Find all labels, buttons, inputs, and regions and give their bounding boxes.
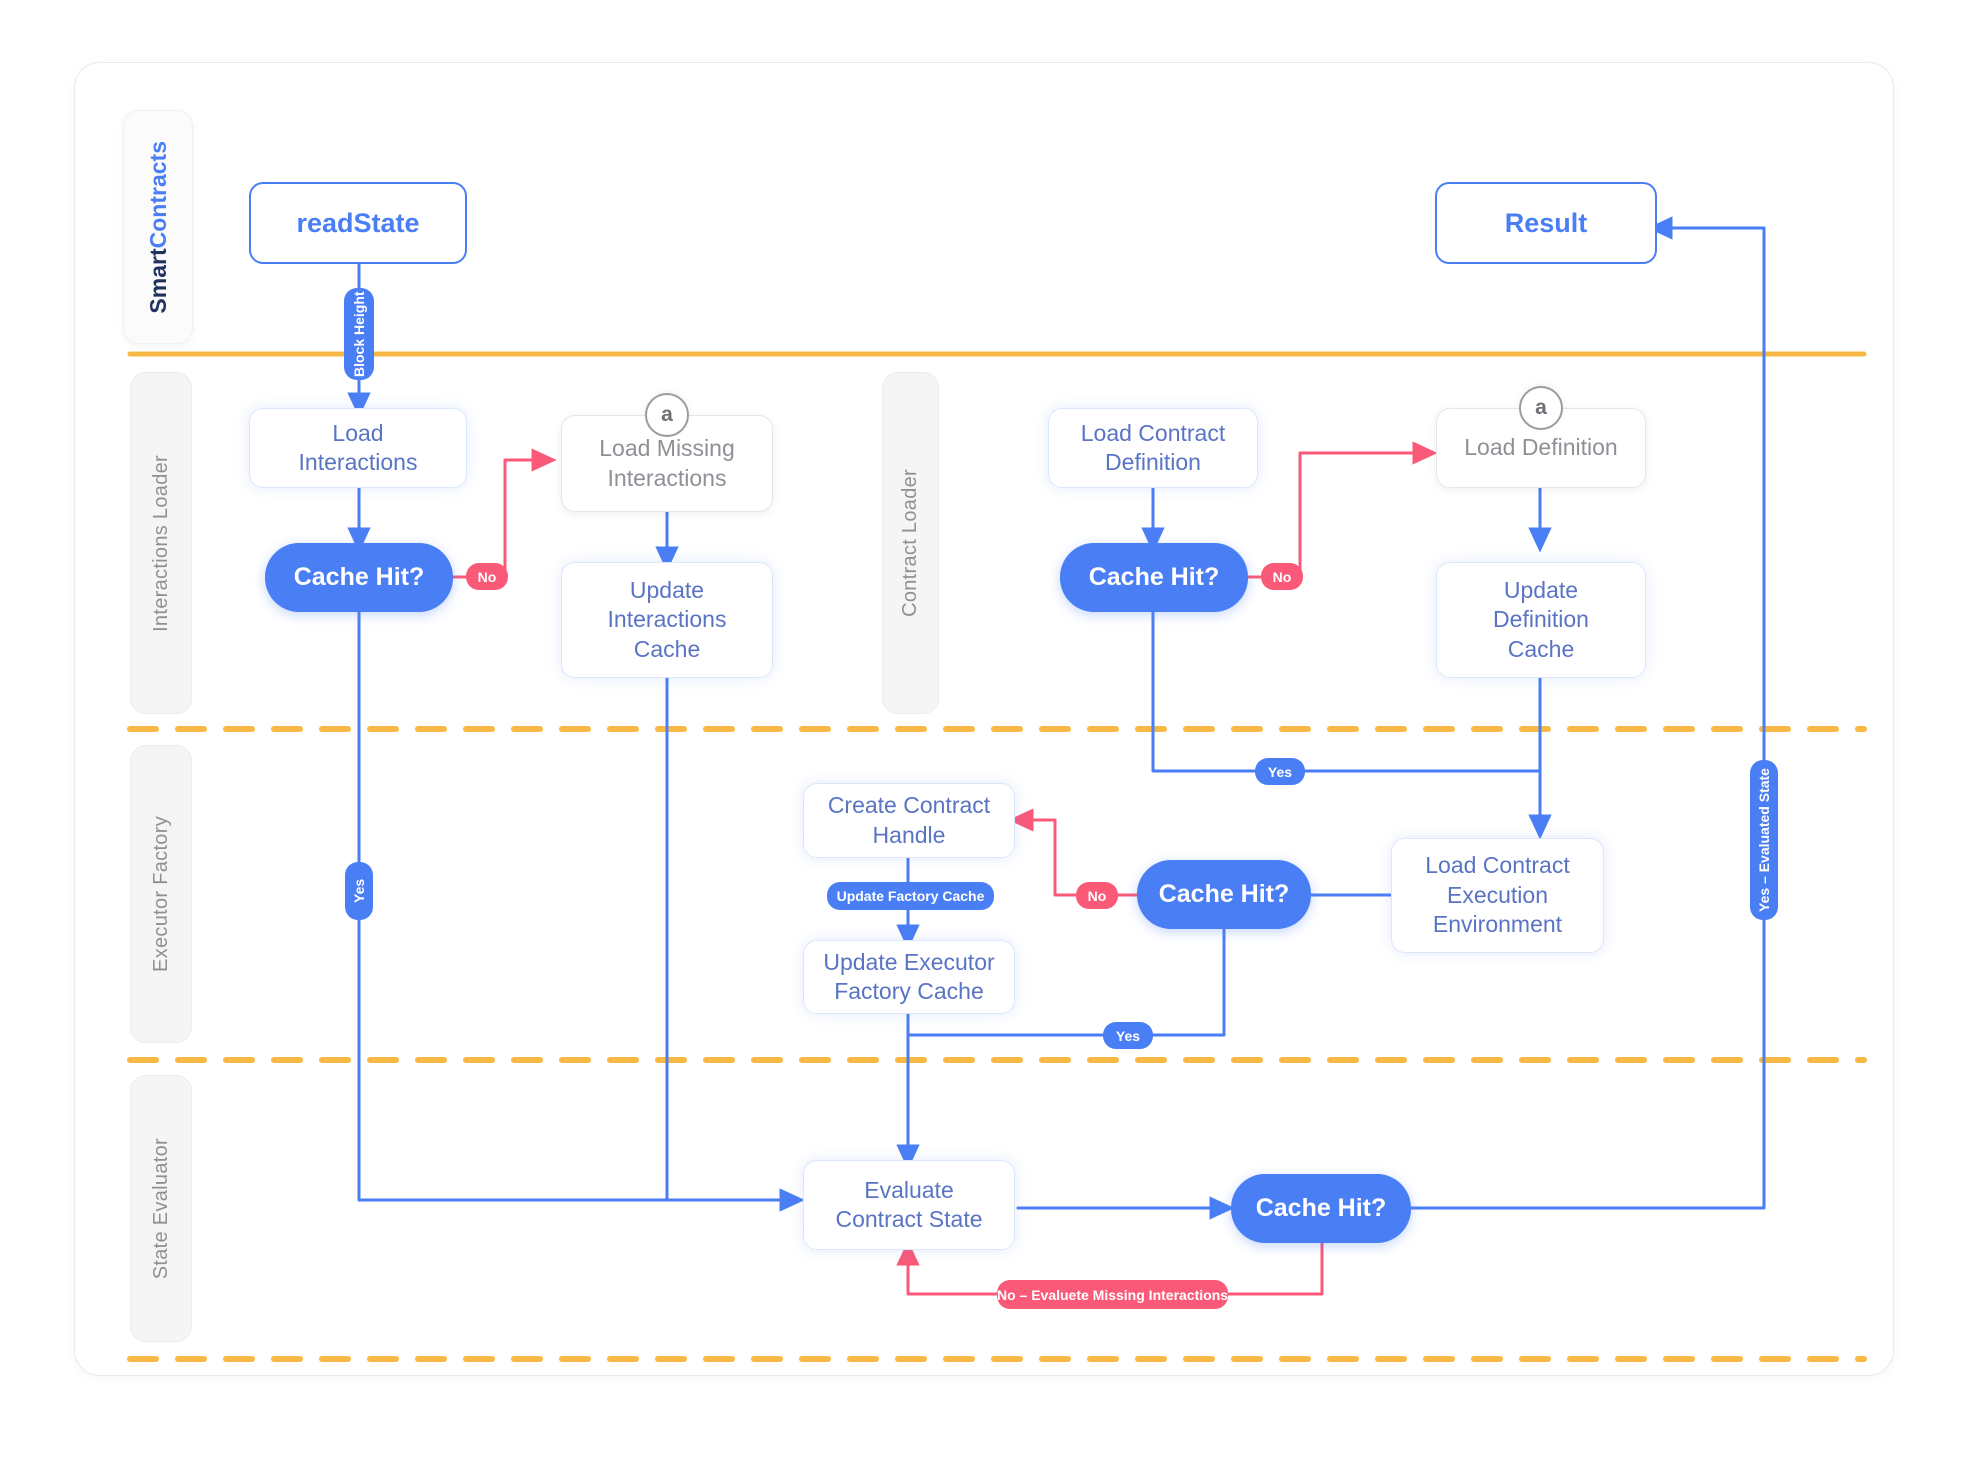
brand-part-smart: Smart — [144, 248, 171, 314]
lane-interactions-loader: Interactions Loader — [130, 372, 192, 714]
edge-label-update-factory-cache: Update Factory Cache — [827, 882, 994, 910]
node-cache-hit-state[interactable]: Cache Hit? — [1231, 1174, 1411, 1243]
node-evaluate-contract-state-label: Evaluate Contract State — [835, 1176, 983, 1232]
lane-contract-loader: Contract Loader — [882, 372, 939, 714]
node-load-contract-definition-label: Load Contract Definition — [1080, 419, 1226, 475]
lane-smart-contracts: SmartContracts — [123, 110, 193, 344]
node-cache-hit-state-label: Cache Hit? — [1255, 1194, 1387, 1222]
brand-part-contracts: Contracts — [144, 140, 171, 249]
lane-label-smart-contracts: SmartContracts — [145, 141, 172, 314]
node-read-state[interactable]: readState — [249, 182, 467, 264]
node-update-definition-cache-label: Update Definition Cache — [1493, 576, 1589, 662]
edge-label-no-definition: No — [1261, 563, 1303, 590]
node-load-missing-interactions[interactable]: a Load Missing Interactions — [561, 393, 773, 512]
node-update-interactions-cache[interactable]: Update Interactions Cache — [561, 562, 773, 678]
node-cache-hit-definition-label: Cache Hit? — [1088, 563, 1220, 591]
lane-executor-factory: Executor Factory — [130, 745, 192, 1043]
node-load-contract-execution-environment-label: Load Contract Execution Environment — [1425, 852, 1570, 938]
node-update-interactions-cache-label: Update Interactions Cache — [607, 576, 727, 662]
node-cache-hit-factory-label: Cache Hit? — [1158, 880, 1290, 908]
edge-label-no-interactions: No — [466, 563, 508, 590]
node-load-interactions-label: Load Interactions — [298, 419, 418, 475]
lane-label-interactions-loader: Interactions Loader — [149, 454, 172, 632]
node-evaluate-contract-state[interactable]: Evaluate Contract State — [803, 1160, 1015, 1250]
edge-label-no-evaluate-missing: No – Evaluete Missing Interactions — [997, 1280, 1228, 1309]
node-create-contract-handle[interactable]: Create Contract Handle — [803, 783, 1015, 858]
lane-label-contract-loader: Contract Loader — [899, 469, 921, 617]
node-load-definition-label: Load Definition — [1464, 434, 1618, 461]
node-cache-hit-factory[interactable]: Cache Hit? — [1137, 860, 1311, 929]
lane-label-executor-factory: Executor Factory — [149, 816, 172, 972]
node-load-definition[interactable]: a Load Definition — [1436, 386, 1646, 488]
node-create-contract-handle-label: Create Contract Handle — [827, 792, 991, 848]
edge-label-yes-factory: Yes — [1103, 1022, 1153, 1049]
node-load-contract-execution-environment[interactable]: Load Contract Execution Environment — [1391, 838, 1604, 953]
node-update-definition-cache[interactable]: Update Definition Cache — [1436, 562, 1646, 678]
node-read-state-label: readState — [296, 207, 420, 238]
external-badge-icon: a — [1519, 386, 1563, 430]
node-cache-hit-definition[interactable]: Cache Hit? — [1060, 543, 1248, 612]
node-cache-hit-interactions[interactable]: Cache Hit? — [265, 543, 453, 612]
edge-label-yes-definition: Yes — [1255, 758, 1305, 785]
edge-label-no-factory: No — [1076, 882, 1118, 909]
node-update-executor-factory-cache[interactable]: Update Executor Factory Cache — [803, 940, 1015, 1014]
node-result[interactable]: Result — [1435, 182, 1657, 264]
lane-state-evaluator: State Evaluator — [130, 1075, 192, 1342]
lane-label-state-evaluator: State Evaluator — [149, 1137, 172, 1280]
node-load-interactions[interactable]: Load Interactions — [249, 408, 467, 488]
node-update-executor-factory-cache-label: Update Executor Factory Cache — [823, 948, 995, 1004]
node-result-label: Result — [1504, 207, 1588, 238]
edge-label-yes-interactions: Yes — [345, 862, 373, 920]
edge-label-block-height: Block Height — [344, 288, 374, 380]
edge-label-yes-evaluated-state: Yes – Evaluated State — [1750, 760, 1778, 920]
node-load-contract-definition[interactable]: Load Contract Definition — [1048, 408, 1258, 488]
node-load-missing-interactions-label: Load Missing Interactions — [599, 435, 735, 491]
node-cache-hit-interactions-label: Cache Hit? — [293, 563, 425, 591]
external-badge-icon: a — [645, 393, 689, 437]
